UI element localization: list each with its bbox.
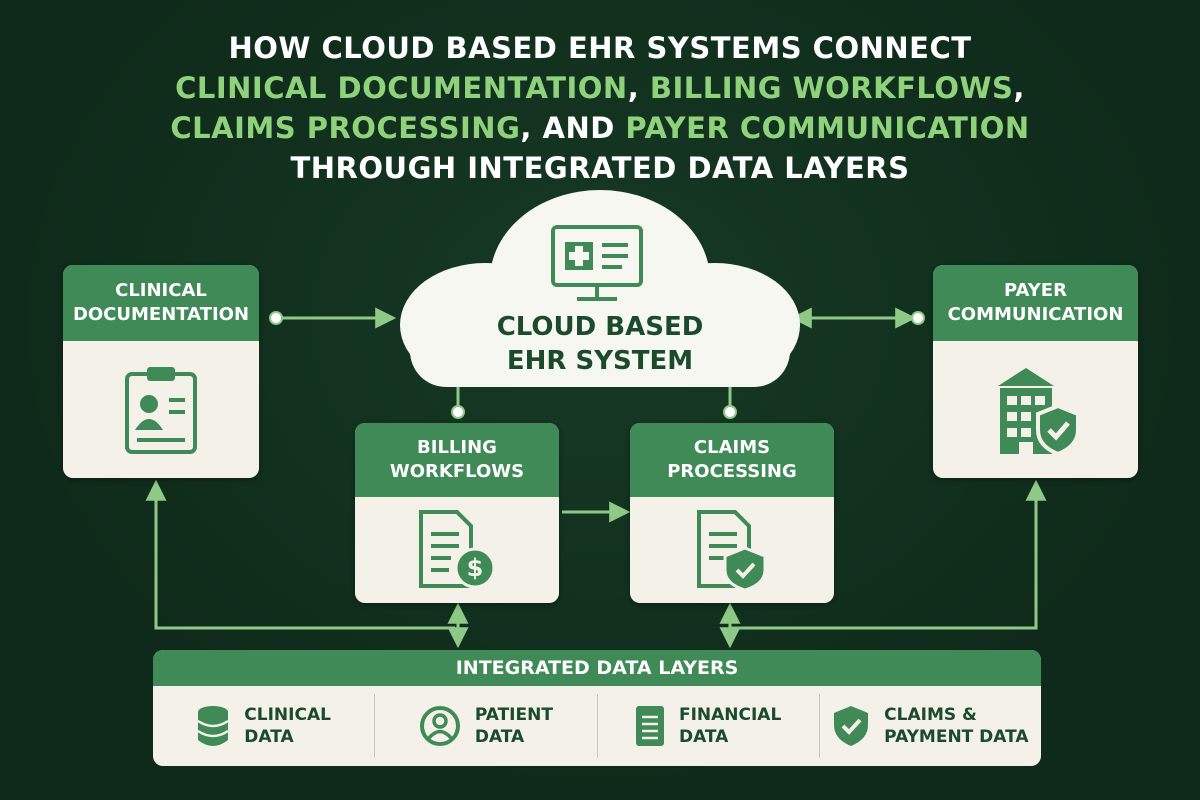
diagram-title: HOW CLOUD BASED EHR SYSTEMS CONNECT CLIN… [0,28,1200,188]
medical-monitor-icon [551,225,643,301]
data-layers-header: INTEGRATED DATA LAYERS [153,650,1041,686]
document-shield-icon [697,510,767,592]
cloud-ehr-system[interactable] [390,185,810,395]
data-layer-claims-payment[interactable]: CLAIMS &PAYMENT DATA [818,694,1041,758]
shield-check-icon [834,706,869,746]
title-line-4: THROUGH INTEGRATED DATA LAYERS [290,151,910,185]
title-line-2: CLINICAL DOCUMENTATION, BILLING WORKFLOW… [175,71,1025,105]
title-line-3: CLAIMS PROCESSING, AND PAYER COMMUNICATI… [170,111,1030,145]
user-circle-icon [419,706,460,746]
building-shield-icon [997,367,1080,456]
cloud-label: CLOUD BASED EHR SYSTEM [496,312,704,376]
connector-clinical-datalayer [145,479,455,630]
ledger-icon [635,706,664,746]
database-icon [197,706,229,746]
svg-text:$: $ [467,554,484,582]
title-line-1: HOW CLOUD BASED EHR SYSTEMS CONNECT [228,31,972,65]
clipboard-patient-icon [125,366,197,454]
invoice-dollar-icon: $ [419,510,496,589]
connector-payer-datalayer [730,479,1047,630]
